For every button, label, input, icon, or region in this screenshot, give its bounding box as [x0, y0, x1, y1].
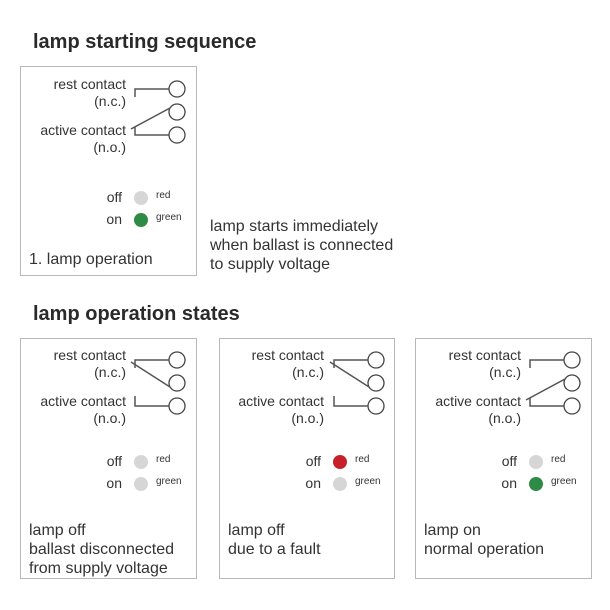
rest-terminal-icon — [367, 351, 385, 369]
on-color-label: green — [355, 476, 381, 487]
rest-terminal-icon — [168, 351, 186, 369]
rest-contact-type: (n.c.) — [94, 364, 126, 380]
rest-contact-type: (n.c.) — [489, 364, 521, 380]
starting-note: lamp starts immediately when ballast is … — [210, 217, 393, 274]
active-terminal-icon — [367, 397, 385, 415]
caption-line: ballast disconnected — [29, 541, 174, 558]
caption-line: normal operation — [424, 541, 545, 558]
rest-switch-arm — [329, 361, 370, 388]
note-line: lamp starts immediately — [210, 218, 379, 235]
caption-line: from supply voltage — [29, 560, 168, 577]
on-indicator-led — [134, 213, 148, 227]
rest-terminal-icon — [563, 351, 581, 369]
note-line: to supply voltage — [210, 256, 331, 273]
active-terminal-icon — [168, 126, 186, 144]
off-indicator-led — [529, 455, 543, 469]
rest-contact-label: rest contact — [448, 347, 521, 363]
caption-line: lamp off — [228, 522, 285, 539]
on-label: on — [305, 475, 321, 491]
contact-diagram — [525, 351, 581, 415]
panel-fault: rest contact(n.c.) active contact(n.o.) of… — [219, 338, 395, 579]
caption-line: lamp off — [29, 522, 86, 539]
off-indicator-led — [333, 455, 347, 469]
panel-ballast-disconnected: rest contact(n.c.) active contact(n.o.) of… — [20, 338, 197, 579]
active-contact-label: active contact — [40, 393, 126, 409]
off-color-label: red — [355, 454, 370, 465]
panel-caption: 1. lamp operation — [29, 250, 153, 269]
on-color-label: green — [551, 476, 577, 487]
off-indicator-led — [134, 455, 148, 469]
active-contact-label: active contact — [435, 393, 521, 409]
off-color-label: red — [156, 190, 171, 201]
on-indicator-led — [529, 477, 543, 491]
active-contact-label: active contact — [238, 393, 324, 409]
active-contact-line — [134, 127, 169, 136]
caption-line: due to a fault — [228, 541, 321, 558]
on-label: on — [106, 475, 122, 491]
off-label: off — [501, 453, 517, 469]
off-color-label: red — [156, 454, 171, 465]
active-switch-arm — [130, 107, 171, 130]
common-terminal-icon — [168, 374, 186, 392]
common-terminal-icon — [563, 374, 581, 392]
off-color-label: red — [551, 454, 566, 465]
rest-contact-line — [529, 359, 564, 368]
rest-terminal-icon — [168, 80, 186, 98]
on-color-label: green — [156, 212, 182, 223]
section-title-starting: lamp starting sequence — [33, 31, 257, 53]
panel-normal-operation: rest contact(n.c.) active contact(n.o.) of… — [415, 338, 592, 579]
contact-diagram — [329, 351, 385, 415]
caption-line: 1. lamp operation — [29, 251, 153, 268]
rest-contact-type: (n.c.) — [94, 93, 126, 109]
on-label: on — [501, 475, 517, 491]
contact-diagram — [130, 80, 186, 144]
rest-contact-line — [333, 359, 368, 368]
active-terminal-icon — [563, 397, 581, 415]
active-contact-type: (n.o.) — [93, 139, 126, 155]
common-terminal-icon — [168, 103, 186, 121]
off-label: off — [106, 453, 122, 469]
panel-caption: lamp off ballast disconnected from supply … — [29, 521, 174, 578]
on-indicator-led — [333, 477, 347, 491]
on-label: on — [106, 211, 122, 227]
off-indicator-led — [134, 191, 148, 205]
active-contact-line — [134, 396, 169, 407]
common-terminal-icon — [367, 374, 385, 392]
contact-diagram — [130, 351, 186, 415]
caption-line: lamp on — [424, 522, 481, 539]
note-line: when ballast is connected — [210, 237, 394, 254]
rest-contact-label: rest contact — [53, 347, 126, 363]
panel-caption: lamp off due to a fault — [228, 521, 321, 559]
active-contact-type: (n.o.) — [488, 410, 521, 426]
panel-lamp-operation: rest contact(n.c.) active contact(n.o.) of… — [20, 66, 197, 276]
active-switch-arm — [525, 378, 566, 401]
off-label: off — [305, 453, 321, 469]
active-contact-label: active contact — [40, 122, 126, 138]
active-contact-line — [529, 398, 564, 407]
rest-contact-label: rest contact — [251, 347, 324, 363]
active-contact-line — [333, 396, 368, 407]
active-contact-type: (n.o.) — [93, 410, 126, 426]
rest-contact-type: (n.c.) — [292, 364, 324, 380]
rest-contact-line — [134, 359, 169, 368]
active-contact-type: (n.o.) — [291, 410, 324, 426]
rest-switch-arm — [130, 361, 171, 388]
rest-contact-line — [134, 88, 169, 97]
rest-contact-label: rest contact — [53, 76, 126, 92]
on-color-label: green — [156, 476, 182, 487]
panel-caption: lamp on normal operation — [424, 521, 544, 559]
active-terminal-icon — [168, 397, 186, 415]
off-label: off — [106, 189, 122, 205]
section-title-states: lamp operation states — [33, 303, 240, 325]
on-indicator-led — [134, 477, 148, 491]
